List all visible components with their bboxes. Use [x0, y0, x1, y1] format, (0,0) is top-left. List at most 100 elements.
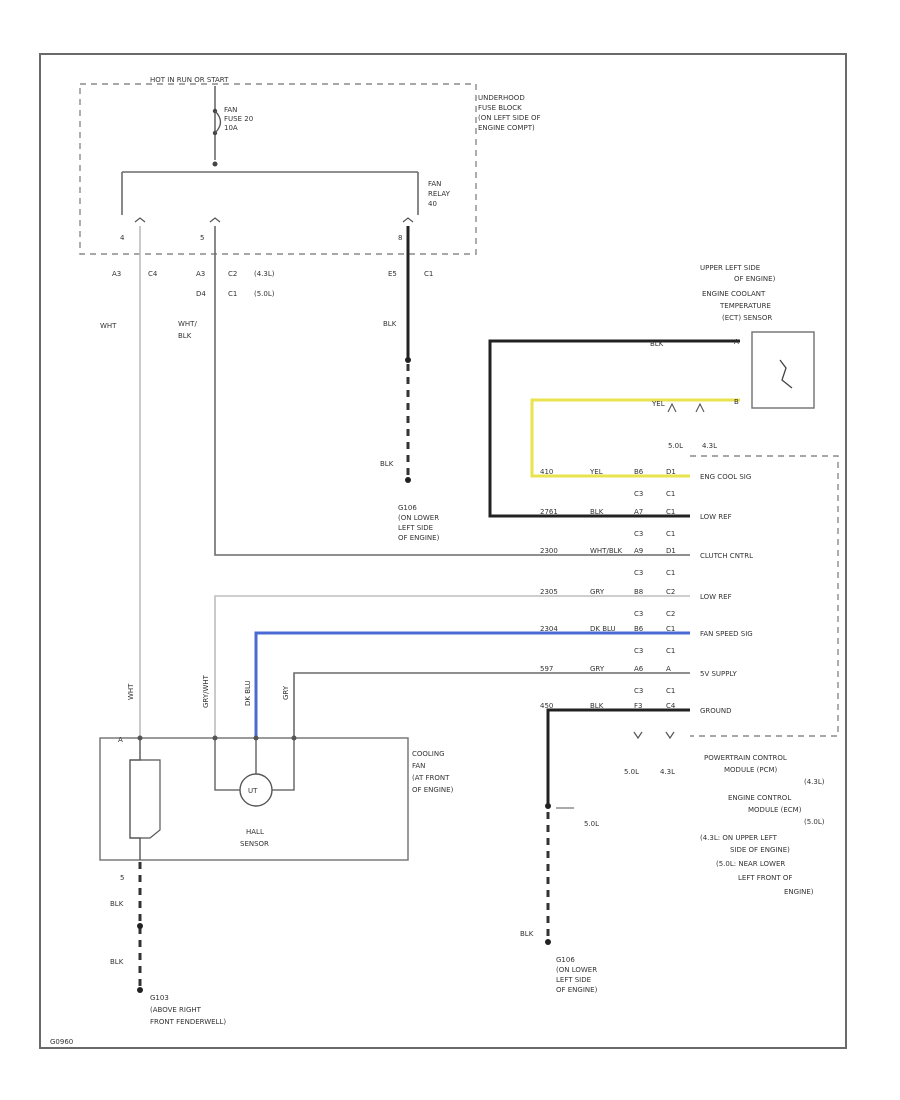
wire-dk-blu-speed [254, 631, 690, 736]
pcm-row-color: BLK [590, 702, 604, 710]
g106b-label-3: LEFT SIDE [556, 976, 591, 984]
pin-5: 5 [200, 234, 204, 242]
pcm-label-7: (4.3L: ON UPPER LEFT [700, 834, 778, 842]
fuse-block-label-3: (ON LEFT SIDE OF [478, 114, 541, 122]
fuse-label-line1: FAN [224, 106, 237, 114]
pcm-row-conn-a: C3 [634, 530, 643, 538]
relay-label-2: RELAY [428, 190, 451, 198]
fan-pin-a: A [118, 736, 123, 744]
pcm-row-label: LOW REF [700, 593, 732, 601]
pcm-row-conn-b: C2 [666, 610, 675, 618]
pcm-row-circuit: 410 [540, 468, 553, 476]
fan-gnd-wire-label-2: BLK [110, 958, 124, 966]
pcm-row-label: LOW REF [700, 513, 732, 521]
diagram-frame [39, 53, 847, 1049]
pcm-row-label: FAN SPEED SIG [700, 630, 753, 638]
g103-label-2: (ABOVE RIGHT [150, 1006, 202, 1014]
pcm-row-pin-a: A9 [634, 547, 643, 555]
fan-label-2: FAN [412, 762, 425, 770]
conn-mid-a3: A3 [196, 270, 205, 278]
pcm-row-circuit: 597 [540, 665, 553, 673]
conn-mid-d4: D4 [196, 290, 206, 298]
pcm-label-11: ENGINE) [784, 888, 814, 896]
pcm-row-color: DK BLU [590, 625, 616, 633]
pcm-row-circuit: 450 [540, 702, 553, 710]
wire-wht-blk-label-1: WHT/ [178, 320, 197, 328]
wire-dk-blu-label: DK BLU [244, 680, 252, 706]
wire-gry-label: GRY [282, 685, 290, 700]
pcm-row-pin-b: D1 [666, 468, 676, 476]
ect-pin-a: A [734, 338, 739, 346]
pcm-row-pin-b: C1 [666, 625, 675, 633]
pin-4: 4 [120, 234, 125, 242]
g106-tag: 5.0L [584, 820, 599, 828]
svg-text:UT: UT [248, 787, 258, 795]
wire-wht-blk [214, 226, 690, 556]
fan-gnd-wire-label-1: BLK [110, 900, 124, 908]
ect-label-5: (ECT) SENSOR [722, 314, 772, 322]
conn-mid-43: (4.3L) [254, 270, 275, 278]
pcm-row-pin-b: D1 [666, 547, 676, 555]
pcm-row-conn-b: C1 [666, 530, 675, 538]
pcm-row-conn-a: C3 [634, 610, 643, 618]
conn-right-e5: E5 [388, 270, 397, 278]
conn-mid-c2: C2 [228, 270, 237, 278]
fan-label-4: OF ENGINE) [412, 786, 454, 794]
wire-gry-5v [293, 672, 690, 736]
ect-pin-b: B [734, 398, 739, 406]
pcm-outline [690, 455, 839, 737]
fuse-block-connectors: A3 C4 A3 C2 (4.3L) D4 C1 (5.0L) E5 C1 [112, 270, 433, 298]
conn-left-a3: A3 [112, 270, 121, 278]
wire-gry-low-ref [214, 595, 690, 736]
underhood-fuse-block: HOT IN RUN OR START FAN FUSE 20 10A UNDE… [79, 76, 541, 255]
pcm-label-3: (4.3L) [804, 778, 825, 786]
ect-sensor-box [751, 331, 815, 409]
pcm-ground-wire [546, 708, 690, 804]
g106-label-1: G106 [398, 504, 417, 512]
pcm-head-50: 5.0L [668, 442, 683, 450]
pcm-label-9: (5.0L: NEAR LOWER [716, 860, 785, 868]
fan-label-3: (AT FRONT [412, 774, 450, 782]
hall-label-2: SENSOR [240, 840, 269, 848]
ect-sensor-group: UPPER LEFT SIDE OF ENGINE) ENGINE COOLAN… [488, 264, 815, 518]
wire-gry-wht-label: GRY/WHT [202, 674, 210, 708]
ect-label-4: TEMPERATURE [719, 302, 771, 310]
pcm-ground-wire-label: BLK [520, 930, 534, 938]
ect-yel-label: YEL [651, 400, 665, 408]
pcm-row-color: WHT/BLK [590, 547, 623, 555]
pcm-row-pin-a: F3 [634, 702, 642, 710]
pcm-row-pin-a: A7 [634, 508, 643, 516]
g103-label-1: G103 [150, 994, 169, 1002]
g106-label-3: LEFT SIDE [398, 524, 433, 532]
ect-label-2: OF ENGINE) [734, 275, 776, 283]
pcm-row-color: BLK [590, 508, 604, 516]
g106b-label-2: (ON LOWER [556, 966, 597, 974]
pcm-row-pin-b: C2 [666, 588, 675, 596]
pcm-row-conn-a: C3 [634, 687, 643, 695]
pcm-row-color: GRY [590, 588, 605, 596]
pcm-row-pin-b: C4 [666, 702, 676, 710]
pcm-label-5: MODULE (ECM) [748, 806, 802, 814]
pcm-row-label: CLUTCH CNTRL [700, 552, 753, 560]
fuse-block-label-2: FUSE BLOCK [478, 104, 522, 112]
pcm-label-10: LEFT FRONT OF [738, 874, 792, 882]
pcm-row-color: GRY [590, 665, 605, 673]
pcm-row-conn-b: C1 [666, 490, 675, 498]
pcm-bottom-43: 4.3L [660, 768, 675, 776]
fan-label-1: COOLING [412, 750, 445, 758]
g106-label-4: OF ENGINE) [398, 534, 440, 542]
wire-wht-label: WHT [100, 322, 117, 330]
fuse-label-line3: 10A [224, 124, 238, 132]
fuse-label-line2: FUSE 20 [224, 115, 253, 123]
ect-label-3: ENGINE COOLANT [702, 290, 766, 298]
pcm-label-1: POWERTRAIN CONTROL [704, 754, 787, 762]
pcm-label-8: SIDE OF ENGINE) [730, 846, 790, 854]
ect-thermistor-icon [779, 359, 793, 389]
pcm-row-pin-a: B6 [634, 468, 644, 476]
pcm-bottom-50: 5.0L [624, 768, 639, 776]
pcm-row-circuit: 2300 [540, 547, 558, 555]
wire-blk-right-label: BLK [383, 320, 397, 328]
pcm-row-color: YEL [589, 468, 603, 476]
pcm-row-conn-a: C3 [634, 490, 643, 498]
